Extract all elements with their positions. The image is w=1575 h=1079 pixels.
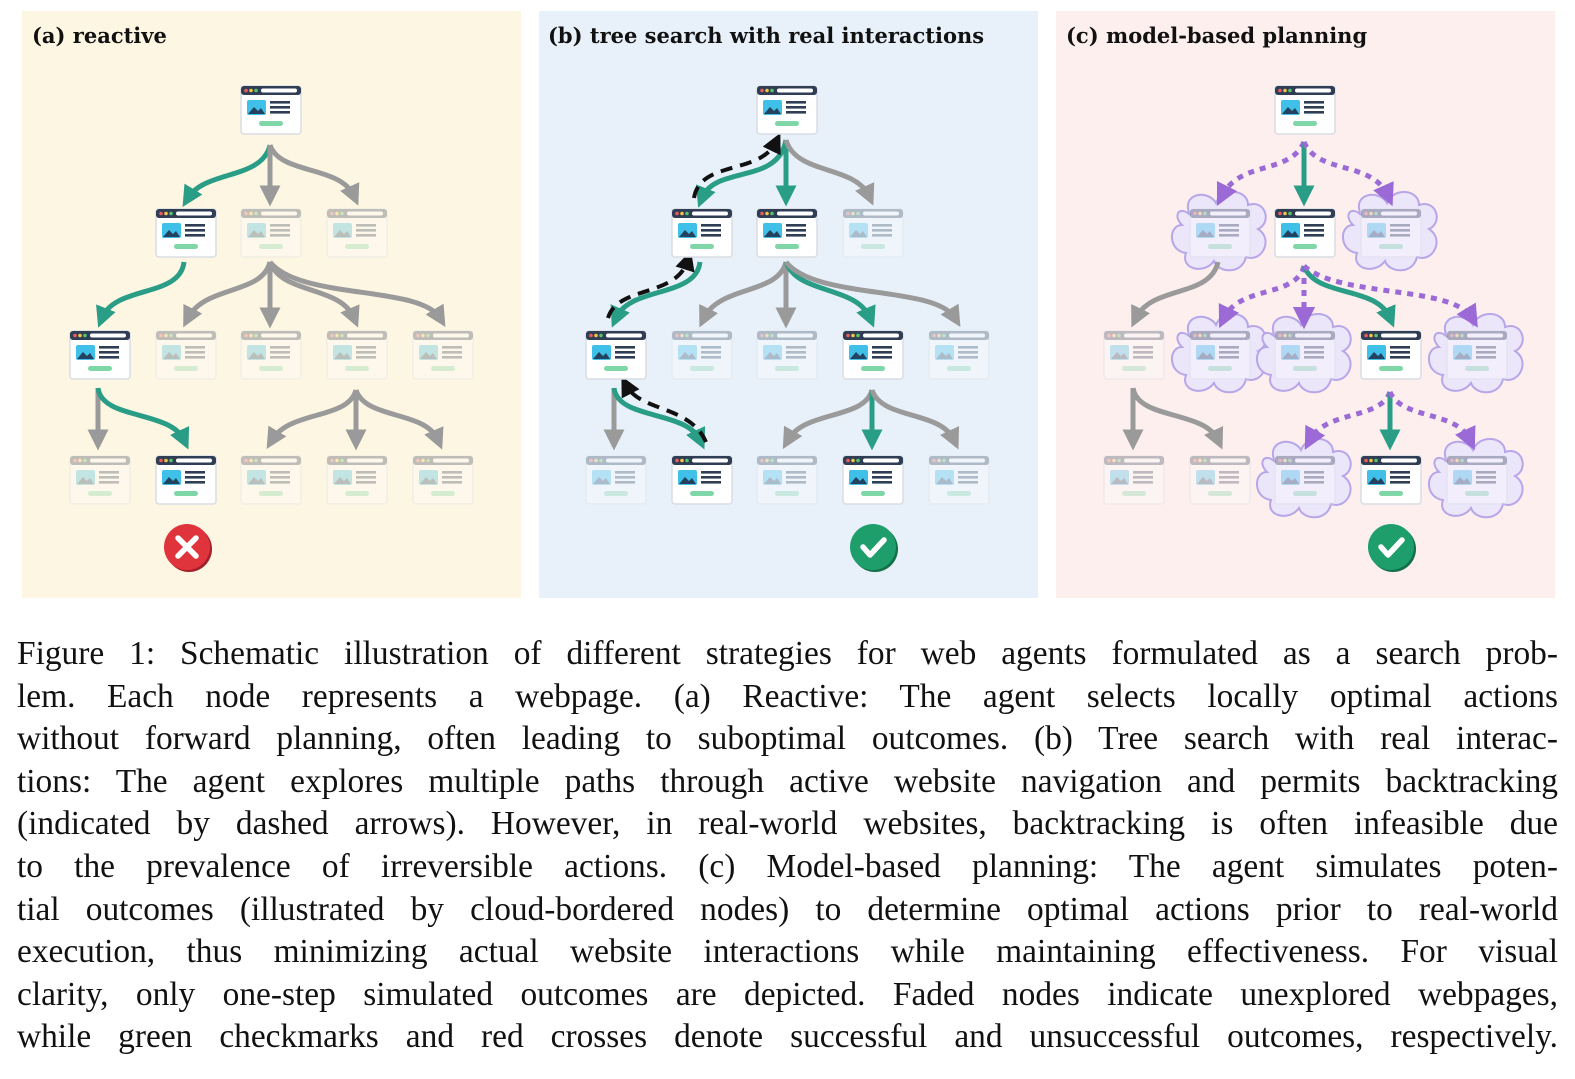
webpage-icon (240, 330, 302, 380)
edge-active (95, 387, 190, 450)
edge-active (696, 139, 789, 208)
caption-line: tial outcomes (illustrated by cloud-bord… (17, 890, 1558, 928)
webpage-icon (69, 455, 131, 505)
edge-active (783, 260, 876, 328)
webpage-icon (412, 455, 474, 505)
edge-inactive (353, 388, 444, 450)
edge-inactive (267, 260, 360, 328)
webpage-icon (842, 330, 904, 380)
edge-simulated (1218, 265, 1307, 329)
edge-inactive (1131, 261, 1221, 328)
edge-simulated (1387, 390, 1476, 451)
webpage-icon (1360, 455, 1422, 505)
edge-backtrack (606, 250, 695, 319)
webpage-icon (412, 330, 474, 380)
panel-a-title: (a) reactive (32, 23, 167, 48)
webpage-icon (240, 455, 302, 505)
webpage-icon (1189, 208, 1251, 258)
webpage-icon (155, 208, 217, 258)
webpage-icon (671, 330, 733, 380)
webpage-icon (155, 455, 217, 505)
webpage-icon (585, 455, 647, 505)
edge-inactive (782, 389, 875, 450)
caption-line: lem. Each node represents a webpage. (a)… (17, 677, 1558, 715)
webpage-icon (756, 455, 818, 505)
webpage-icon (326, 330, 388, 380)
caption-line: tions: The agent explores multiple paths… (17, 762, 1558, 800)
panel-c-title: (c) model-based planning (1066, 23, 1367, 48)
webpage-icon (155, 330, 217, 380)
edge-active (1301, 264, 1396, 328)
webpage-icon (1446, 330, 1508, 380)
edge-backtrack (692, 133, 781, 199)
webpage-icon (1446, 455, 1508, 505)
caption-line: while green checkmarks and red crosses d… (17, 1018, 1558, 1056)
webpage-icon (326, 208, 388, 258)
webpage-icon (756, 208, 818, 258)
webpage-icon (1274, 85, 1336, 135)
webpage-icon (671, 208, 733, 258)
webpage-icon (69, 330, 131, 380)
edge-inactive (266, 389, 359, 449)
caption-line: clarity, only one-step simulated outcome… (17, 975, 1558, 1013)
edge-active (96, 261, 187, 328)
webpage-icon (928, 455, 990, 505)
webpage-icon (928, 330, 990, 380)
webpage-icon (756, 330, 818, 380)
edge-simulated (1216, 140, 1307, 207)
webpage-icon (585, 330, 647, 380)
edge-inactive (783, 139, 875, 206)
edge-inactive (1130, 387, 1224, 450)
webpage-icon (842, 455, 904, 505)
panel-a-tree (87, 143, 446, 451)
figure-1-diagram: (a) reactive (b) tree search with real i… (22, 11, 1555, 598)
caption-line: (indicated by dashed arrows). However, i… (17, 805, 1558, 843)
edge-inactive (699, 261, 789, 328)
edge-inactive (267, 143, 360, 206)
edge-active (610, 261, 703, 328)
panel-b-tree (603, 133, 961, 451)
caption-line: without forward planning, often leading … (17, 720, 1558, 758)
webpage-icon (1274, 208, 1336, 258)
webpage-icon (1274, 330, 1336, 380)
edge-active (182, 144, 273, 207)
webpage-icon (326, 455, 388, 505)
webpage-icon (1189, 455, 1251, 505)
webpage-icon (1189, 330, 1251, 380)
edge-inactive (268, 260, 446, 327)
edge-inactive (183, 261, 273, 328)
panel-b-title: (b) tree search with real interactions (548, 23, 984, 48)
webpage-icon (1360, 330, 1422, 380)
webpage-icon (1360, 208, 1422, 258)
check-circle-icon (1368, 524, 1416, 572)
webpage-icon (1103, 455, 1165, 505)
cross-circle-icon (164, 524, 212, 572)
webpage-icon (671, 455, 733, 505)
webpage-icon (240, 85, 302, 135)
caption-line: execution, thus minimizing actual websit… (17, 933, 1558, 971)
webpage-icon (240, 208, 302, 258)
webpage-icon (1274, 455, 1336, 505)
figure-caption: Figure 1: Schematic illustration of diff… (17, 633, 1558, 1059)
webpage-icon (1103, 330, 1165, 380)
edge-backtrack (621, 376, 708, 443)
panel-c-tree (1122, 140, 1478, 451)
webpage-icon (756, 85, 818, 135)
check-circle-icon (850, 524, 898, 572)
edge-inactive (784, 260, 961, 327)
edge-simulated (1301, 140, 1394, 207)
caption-line: Figure 1: Schematic illustration of diff… (17, 635, 1558, 672)
edge-simulated (1304, 390, 1393, 450)
webpage-icon (842, 208, 904, 258)
caption-line: to the prevalence of irreversible action… (17, 847, 1558, 885)
edge-inactive (869, 388, 960, 450)
edge-active (611, 387, 706, 450)
